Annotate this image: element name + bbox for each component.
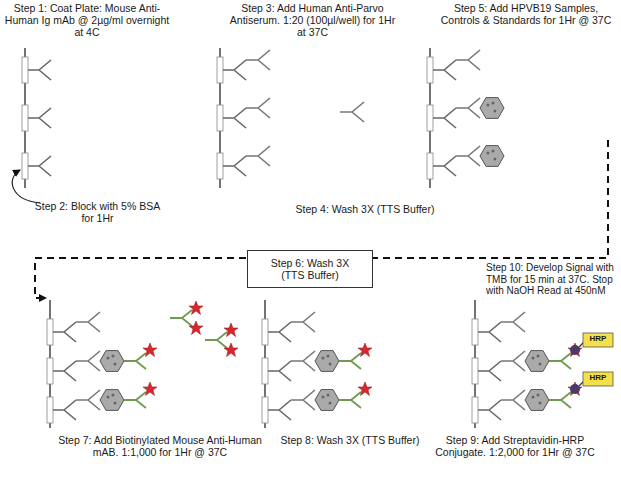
step-caption: Step 8: Wash 3X (TTS Buffer) (280, 434, 420, 446)
plate-panel (262, 300, 372, 428)
plate-panel (22, 48, 51, 188)
step-box: Step 6: Wash 3X (TTS Buffer) (247, 250, 373, 288)
step-caption: Step 3: Add Human Anti-Parvo Antiserum. … (225, 2, 400, 38)
step-caption: Step 4: Wash 3X (TTS Buffer) (290, 203, 440, 215)
pointer-arrow (12, 170, 40, 203)
step-caption: Step 10: Develop Signal with TMB for 15 … (486, 262, 617, 297)
step-caption: Step 2: Block with 5% BSA for 1Hr (30, 200, 165, 224)
step-caption: Step 1: Coat Plate: Mouse Anti-Human Ig … (2, 2, 172, 38)
step-caption: Step 7: Add Biotinylated Mouse Anti-Huma… (55, 434, 265, 458)
plate-panel (427, 48, 504, 188)
enzyme-tag: HRP (583, 333, 613, 345)
step-caption: Step 6: Wash 3X (TTS Buffer) (260, 257, 360, 281)
plate-panel (47, 300, 238, 428)
enzyme-tag: HRP (583, 372, 613, 384)
step-caption: Step 9: Add Streptavidin-HRP Conjugate. … (420, 434, 610, 458)
plate-panel (472, 300, 613, 428)
plate-panel (217, 48, 364, 188)
step-caption: Step 5: Add HPVB19 Samples, Controls & S… (440, 2, 612, 26)
